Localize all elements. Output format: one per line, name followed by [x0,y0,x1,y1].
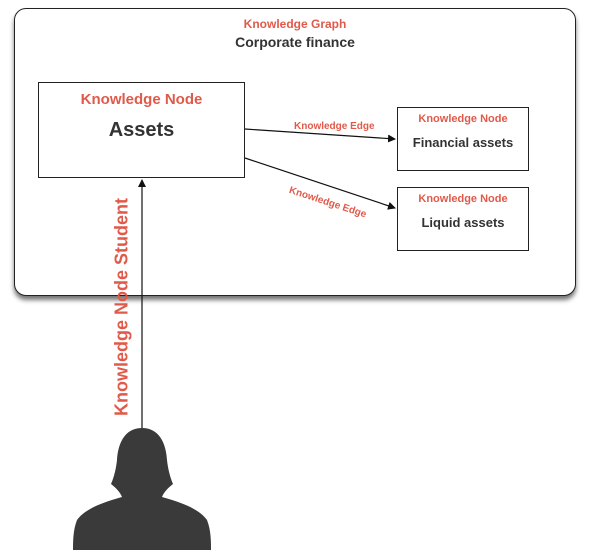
node-type-label: Knowledge Node [80,91,203,108]
graph-type-label: Knowledge Graph [243,17,347,31]
node-liquid-assets[interactable]: Knowledge Node Liquid assets [397,187,529,251]
node-type-label: Knowledge Node [418,193,508,205]
node-title: Financial assets [412,135,514,150]
node-assets[interactable]: Knowledge Node Assets [38,82,245,178]
graph-title: Corporate finance [235,34,355,50]
node-title: Liquid assets [421,215,505,230]
node-financial-assets[interactable]: Knowledge Node Financial assets [397,107,529,171]
person-silhouette-icon [73,428,211,550]
student-label-text: Knowledge Node Student [111,198,132,416]
node-title: Assets [108,119,175,141]
edge-assets-liquid-assets[interactable] [244,157,396,210]
edge-assets-financial-assets[interactable] [244,128,396,143]
node-type-label: Knowledge Node [418,113,508,125]
edge-label: Knowledge Edge [294,121,375,132]
